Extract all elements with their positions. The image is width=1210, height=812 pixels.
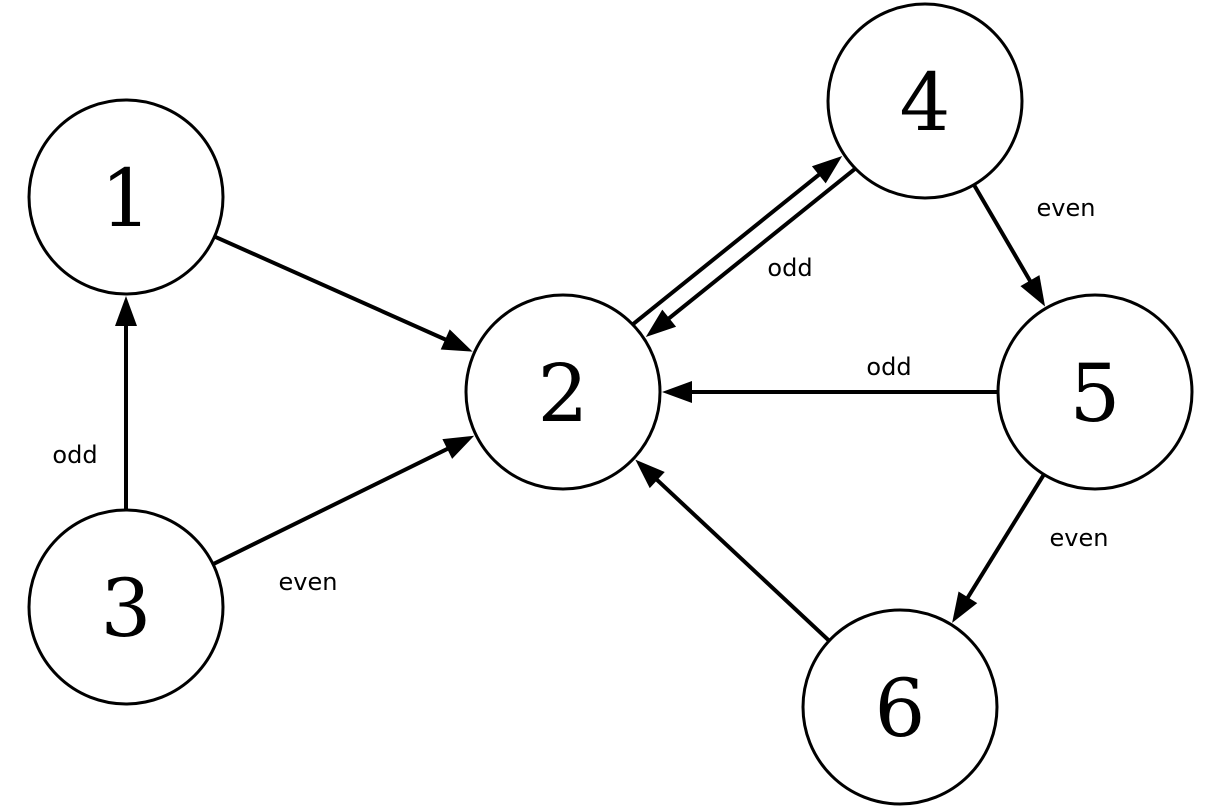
node-1: 1 [27,98,225,296]
edge-label-5-6: even [1050,524,1109,552]
node-circle-6 [801,608,999,806]
arrow-head-3-2 [442,435,475,459]
edge-2-4 [631,156,843,326]
arrow-head-4-2 [645,309,677,337]
arrow-head-5-6 [952,591,978,623]
node-circle-4 [826,2,1024,200]
edge-3-2 [212,435,475,566]
node-5: 5 [996,293,1194,491]
edge-3-1 [115,296,137,510]
node-3: 3 [27,508,225,706]
edge-label-3-2: even [279,568,338,596]
edge-line-2-4 [631,171,822,326]
node-6: 6 [801,608,999,806]
edge-1-2 [213,234,473,352]
arrow-head-6-2 [635,459,665,489]
edge-line-1-2 [213,234,448,343]
edge-5-2 [662,381,998,403]
edge-line-5-6 [965,473,1046,601]
node-circle-1 [27,98,225,296]
edge-line-4-2 [666,167,857,322]
edge-4-5 [972,183,1046,307]
node-circle-5 [996,293,1194,491]
arrow-head-1-2 [440,329,473,352]
node-label-4: 4 [900,56,951,149]
node-label-6: 6 [875,662,926,755]
edge-6-2 [635,459,831,643]
edges-layer [115,156,1046,643]
node-4: 4 [826,2,1024,200]
arrow-head-3-1 [115,296,137,326]
node-circle-3 [27,508,225,706]
arrow-head-2-4 [811,156,843,184]
edge-label-4-5: even [1037,194,1096,222]
edge-label-5-2: odd [866,353,911,381]
edge-4-2 [645,167,857,337]
edge-label-3-1: odd [52,441,97,469]
edge-labels-layer: odd even odd even odd even [52,194,1108,596]
node-label-3: 3 [101,562,152,655]
edge-5-6 [952,473,1046,623]
node-label-2: 2 [538,347,589,440]
arrow-head-5-2 [662,381,692,403]
node-label-5: 5 [1070,347,1121,440]
edge-label-4-2: odd [767,254,812,282]
nodes-layer: 1 2 3 4 5 6 [27,2,1194,806]
edge-line-6-2 [654,477,831,643]
edge-line-4-5 [972,183,1033,284]
arrow-head-4-5 [1020,275,1046,307]
node-label-1: 1 [101,152,152,245]
edge-line-3-2 [212,446,450,566]
node-circle-2 [464,293,662,491]
node-2: 2 [464,293,662,491]
